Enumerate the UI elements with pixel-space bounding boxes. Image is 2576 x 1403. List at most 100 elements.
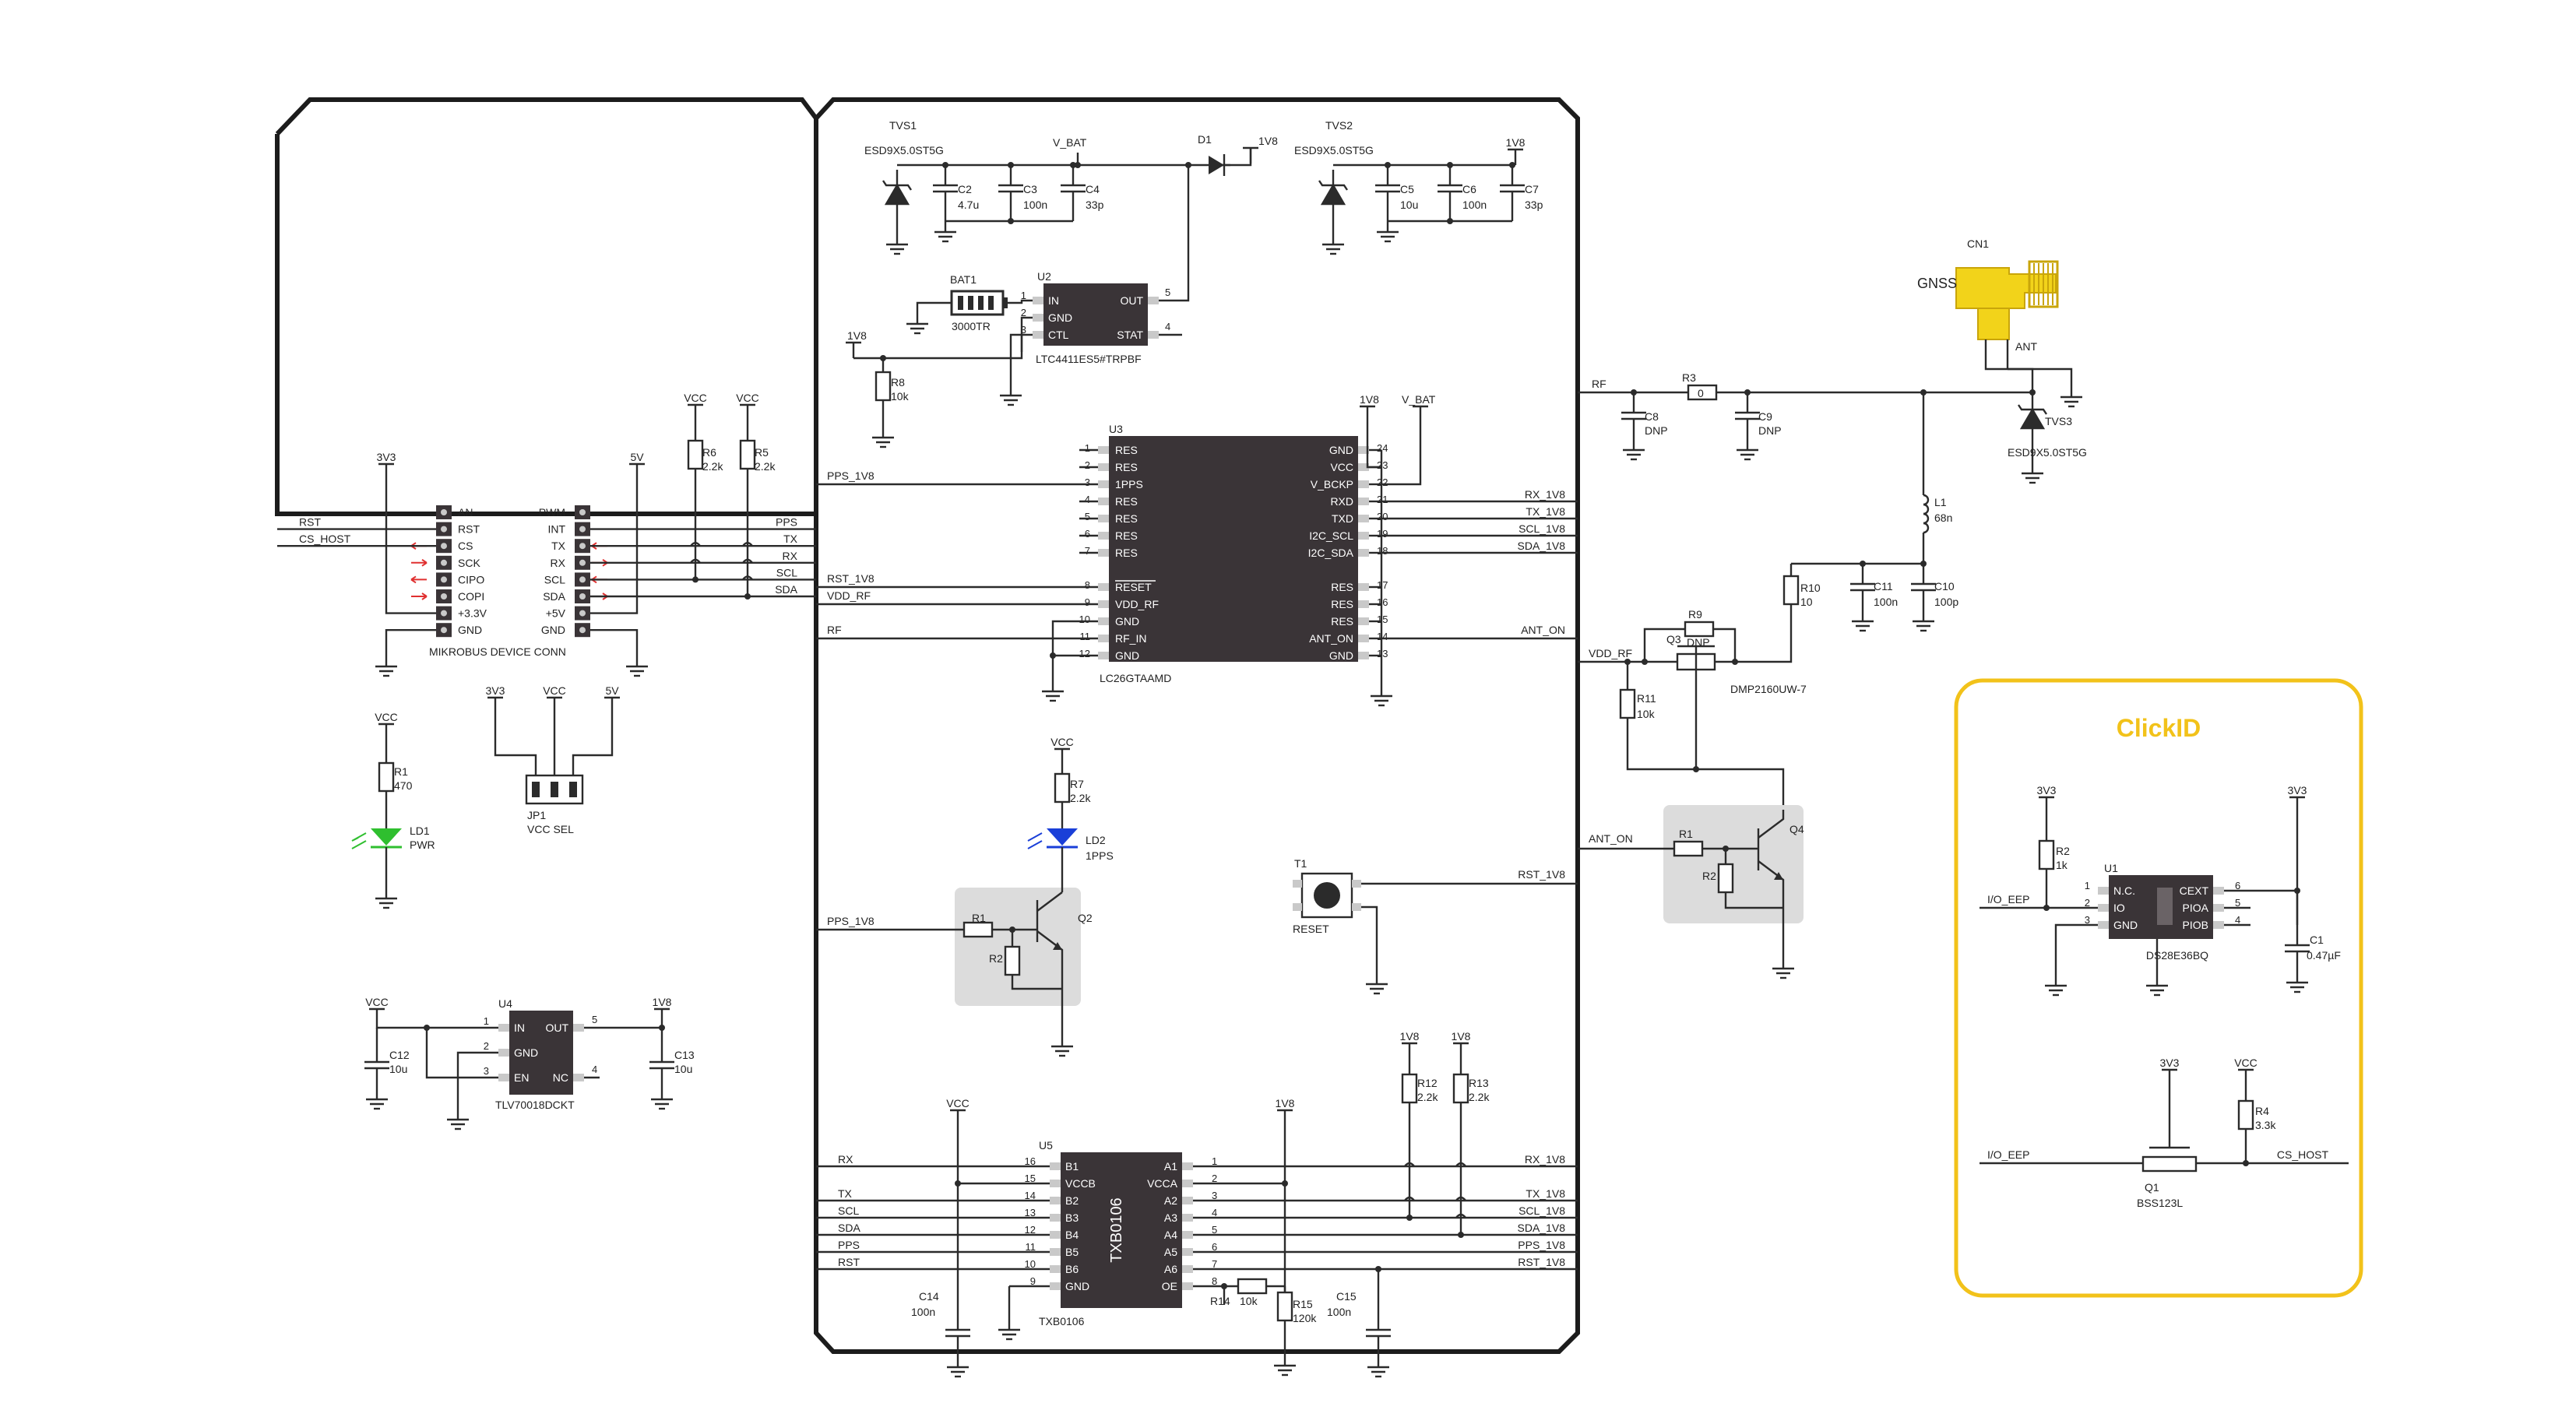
ground-symbol — [1040, 679, 1065, 702]
value-label: 0.47µF — [2307, 949, 2341, 962]
ic-pin-label: B1 — [1065, 1160, 1079, 1173]
ref-label: R12 — [1417, 1077, 1438, 1089]
ref-label: C8 — [1645, 410, 1659, 423]
junction-dot — [424, 1025, 430, 1031]
pin-number: 6 — [1212, 1241, 1217, 1253]
value-label: 1k — [2056, 859, 2068, 871]
junction-dot — [1075, 162, 1081, 168]
ref-label: R5 — [755, 446, 769, 459]
ref-label: R9 — [1688, 608, 1702, 621]
supply-vbat — [1411, 405, 1430, 424]
net-label: SDA — [838, 1222, 860, 1234]
capacitor — [1909, 562, 1937, 612]
value-label: PWR — [410, 839, 435, 851]
ground-symbol — [2020, 461, 2045, 484]
junction-dot — [1008, 218, 1014, 224]
value-label: 68n — [1934, 512, 1952, 524]
ground-symbol — [1771, 956, 1796, 979]
supply-label: 1V8 — [847, 329, 867, 342]
ref-label: R2 — [1702, 870, 1716, 882]
part-label: 3000TR — [952, 320, 991, 332]
part-label: LC26GTAAMD — [1100, 672, 1171, 684]
ground-symbol — [1321, 232, 1346, 255]
value-label: VCC SEL — [527, 823, 574, 835]
ground-symbol — [905, 311, 930, 335]
supply-1v8 — [1276, 1109, 1294, 1127]
pin-number: 3 — [484, 1065, 489, 1077]
ref-label: R8 — [891, 376, 905, 389]
net-label: PPS — [838, 1239, 860, 1251]
value-label: 10u — [674, 1063, 692, 1075]
value-label: 33p — [1086, 199, 1104, 211]
net-label: VDD_RF — [827, 589, 871, 602]
resistor — [1684, 621, 1715, 638]
ic-pin-label: OE — [1162, 1280, 1177, 1292]
ic-pin-label: CEXT — [2180, 884, 2209, 897]
ref-label: L1 — [1934, 496, 1947, 508]
capacitor — [1436, 164, 1464, 213]
value-label: 4.7u — [958, 199, 979, 211]
ic-pin-label: GND — [1115, 615, 1139, 628]
ic-pin-label: VCCA — [1147, 1177, 1178, 1190]
ic-pin-label: B5 — [1065, 1246, 1079, 1258]
value-label: 100n — [1874, 596, 1898, 608]
capacitor — [997, 164, 1025, 213]
ground-symbol — [364, 1087, 389, 1110]
junction-dot — [2243, 1160, 2249, 1166]
ref-label: C5 — [1400, 183, 1414, 195]
ic-pin-label: IN — [1048, 294, 1059, 307]
part-label: DMP2160UW-7 — [1730, 683, 1807, 695]
net-label: RX — [838, 1153, 853, 1166]
ground-symbol — [2043, 973, 2068, 997]
ic-pin-label: GND — [1115, 649, 1139, 662]
supply-label: 1V8 — [653, 996, 672, 1008]
pin-number: 6 — [1085, 528, 1090, 540]
value-label: 100n — [1327, 1306, 1351, 1318]
ic-pin-label: B4 — [1065, 1229, 1079, 1241]
supply-label: VCC — [684, 392, 707, 404]
ref-label: C14 — [919, 1290, 939, 1303]
pin-number: 9 — [1085, 596, 1090, 608]
net-label: CS_HOST — [299, 533, 351, 545]
ground-symbol — [1911, 609, 1936, 632]
ref-label: R6 — [702, 446, 716, 459]
value-label: 100n — [1462, 199, 1487, 211]
ref-label: C13 — [674, 1049, 695, 1061]
ground-symbol — [445, 1107, 470, 1130]
pin-number: 7 — [1212, 1258, 1217, 1270]
junction-dot — [1385, 162, 1391, 168]
mikrobus-pin-right: RX — [551, 557, 566, 569]
net-label: SDA_1V8 — [1518, 540, 1566, 552]
resistor — [1054, 772, 1071, 803]
net-label: RF — [827, 624, 842, 636]
net-label: RF — [1592, 378, 1606, 390]
pin-number: 17 — [1377, 579, 1388, 591]
supply-vcc — [2236, 1068, 2255, 1087]
ic-pin-label: PIOB — [2183, 919, 2208, 931]
supply-vcc — [377, 723, 396, 741]
value-label: 10k — [1240, 1295, 1258, 1307]
ground-symbol — [1369, 684, 1394, 707]
net-label: ANT_ON — [1589, 832, 1633, 845]
value-label: 10k — [891, 390, 910, 403]
ref-label: U3 — [1109, 423, 1123, 435]
board-outline — [275, 97, 1580, 1354]
junction-dot — [1070, 162, 1076, 168]
pin-number: 3 — [2085, 914, 2090, 926]
resistor — [1673, 840, 1704, 857]
ref-label: R7 — [1070, 778, 1084, 790]
ic-pin-label: B6 — [1065, 1263, 1079, 1275]
ic-pin-label: NC — [553, 1071, 568, 1084]
ground-symbol — [945, 1355, 970, 1378]
pin-number: 3 — [1021, 324, 1026, 336]
ref-label: R2 — [2056, 845, 2070, 857]
diode-d1 — [1209, 156, 1224, 174]
pin-number: 14 — [1025, 1190, 1036, 1201]
ground-symbol — [997, 1317, 1022, 1341]
supply-label: VCC — [946, 1097, 970, 1109]
net-label: RX_1V8 — [1525, 1153, 1565, 1166]
u2-power-mux: IN1GND2CTL3OUT5STAT4U2LTC4411ES5#TRPBFBA… — [844, 270, 1182, 448]
ic-pin-label: RES — [1115, 529, 1138, 542]
supply-5v — [603, 696, 621, 715]
supply-label: VCC — [2234, 1057, 2258, 1069]
